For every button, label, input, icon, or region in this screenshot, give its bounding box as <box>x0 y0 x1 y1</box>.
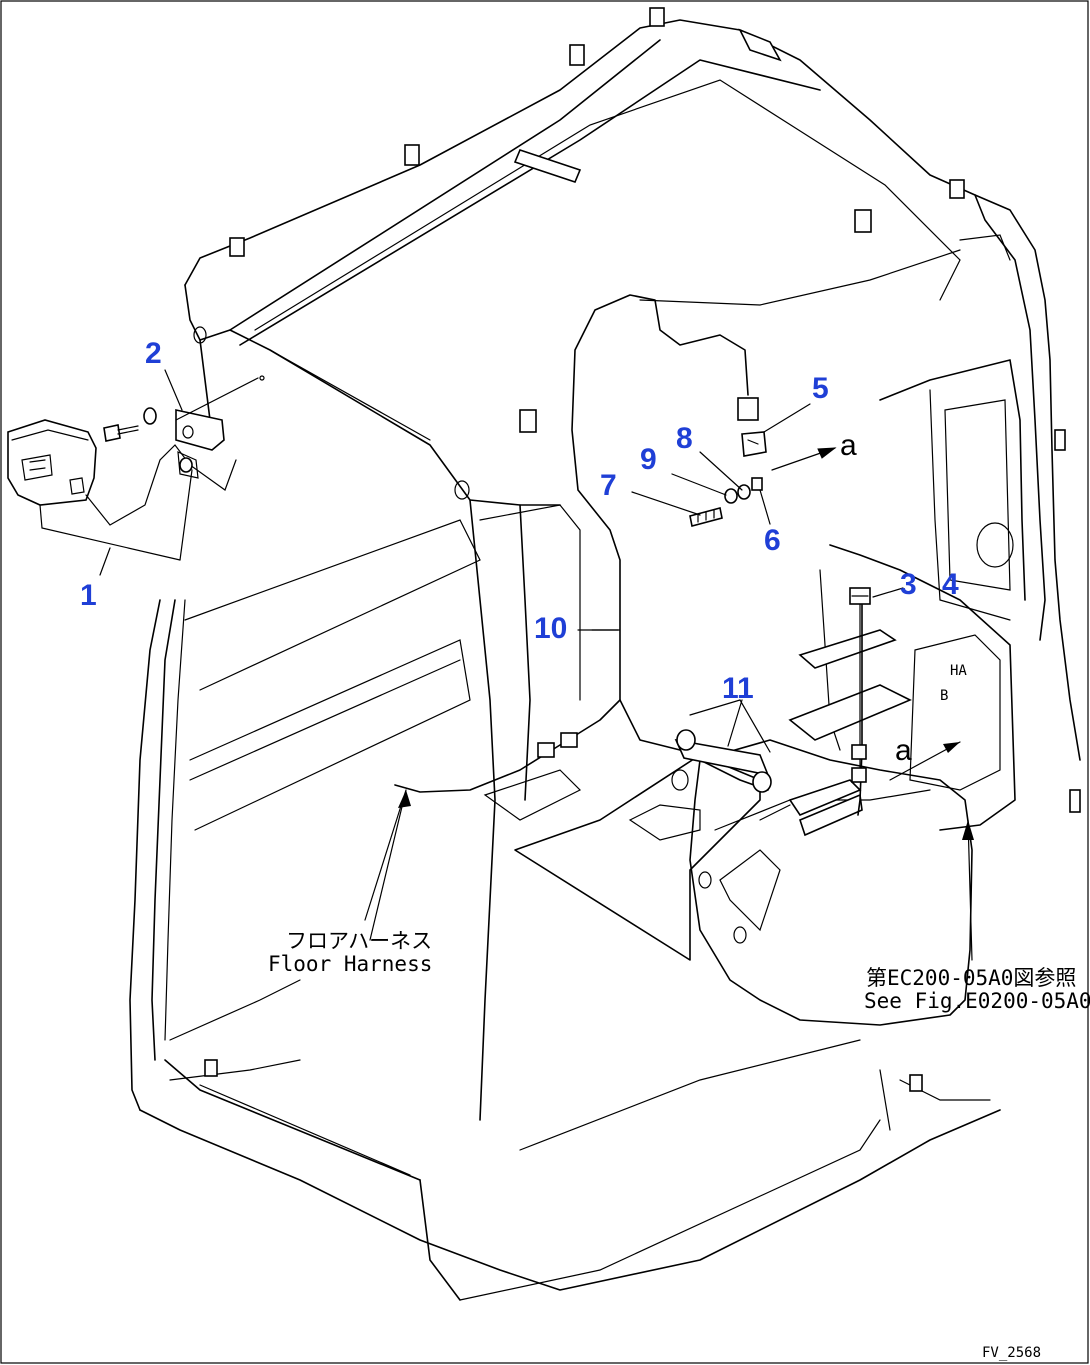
panel-marking: HA <box>950 663 967 679</box>
roof-mount-knob <box>949 179 965 199</box>
dash-panel-bracket <box>798 629 897 669</box>
console-switch-panel <box>799 793 863 837</box>
relay-washer-a <box>737 484 751 500</box>
floor-connector <box>537 742 555 758</box>
lamp-bracket <box>175 409 225 451</box>
relay-washer-b <box>724 488 738 504</box>
drawing-code: FV_2568 <box>982 1345 1041 1361</box>
callout-leaders <box>99 369 904 747</box>
callout-4: 4 <box>942 568 959 601</box>
roof-mount-knob <box>854 209 872 233</box>
detail-mark-upper: a <box>840 429 857 462</box>
callout-7: 7 <box>600 469 617 502</box>
floor-stud <box>909 1074 923 1092</box>
dash-panel-bracket <box>788 684 912 741</box>
roof-mount-knob <box>569 44 585 66</box>
work-lamp <box>7 419 97 506</box>
callout-2: 2 <box>145 337 162 370</box>
switch-connector <box>851 767 867 783</box>
panel-marking: B <box>940 688 948 704</box>
mount-bolt <box>103 424 121 442</box>
floor-harness-label-en: Floor Harness <box>268 952 432 976</box>
floor-harness-assembly <box>364 587 974 961</box>
roof-mount-knob <box>229 237 245 257</box>
detail-mark-lower: a <box>895 734 912 767</box>
roof-mount-knob <box>649 7 665 27</box>
roof-bracket <box>738 28 782 62</box>
roof-harness <box>394 294 769 793</box>
roof-handle <box>513 149 582 183</box>
side-clip <box>1054 429 1066 451</box>
callout-10: 10 <box>534 612 567 645</box>
relay <box>741 431 767 457</box>
floor-connector <box>560 732 578 748</box>
work-lamp-assembly <box>7 375 265 561</box>
speaker-hole <box>976 522 1014 568</box>
pillar-hole <box>193 326 207 344</box>
callout-8: 8 <box>676 422 693 455</box>
callout-numbers: 1 2 3 4 5 6 7 8 9 10 11 <box>80 337 959 705</box>
callout-3: 3 <box>900 568 917 601</box>
callout-1: 1 <box>80 579 97 612</box>
callout-9: 9 <box>640 443 657 476</box>
callout-6: 6 <box>764 524 781 557</box>
callout-11: 11 <box>722 672 754 705</box>
reference-label-jp: 第EC200-05A0図参照 <box>866 966 1076 990</box>
floor-stud <box>204 1059 218 1077</box>
harness-connector <box>737 397 759 421</box>
side-clip <box>1069 789 1081 813</box>
switch-connector <box>851 744 867 760</box>
cab-frame <box>129 7 1081 1301</box>
relay-nut <box>751 477 763 491</box>
roof-mount-knob <box>519 409 537 433</box>
pillar-hole <box>454 480 470 500</box>
callout-5: 5 <box>812 372 829 405</box>
floor-harness-label-jp: フロアハーネス <box>286 929 432 953</box>
reference-label-en: See Fig.E0200-05A0 <box>864 989 1090 1013</box>
relay-assembly <box>689 397 837 527</box>
side-console: HA B <box>483 544 1016 1026</box>
roof-mount-knob <box>404 144 420 166</box>
mount-washer <box>143 407 157 425</box>
